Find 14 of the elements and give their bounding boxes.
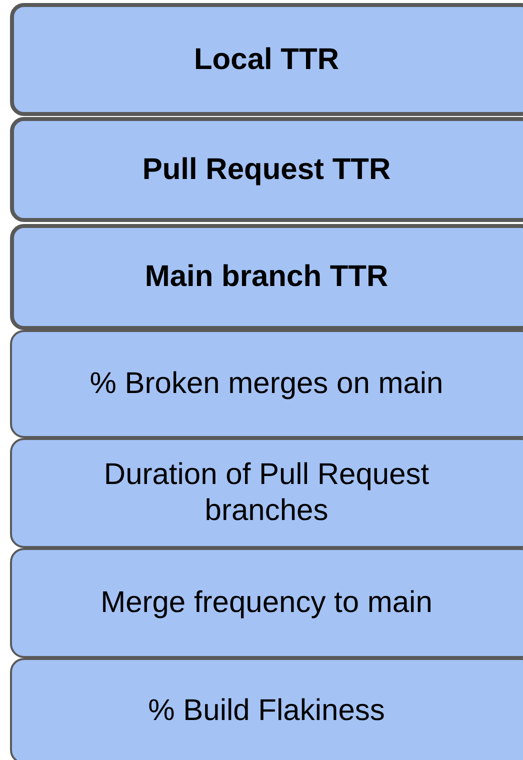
- metric-box: [10, 117, 523, 222]
- metric-label: Main branch TTR: [144, 259, 388, 295]
- metric-box: [10, 658, 523, 760]
- metric-box: [10, 438, 523, 548]
- metric-label: Duration of Pull Request branches: [102, 457, 430, 529]
- metric-label: Merge frequency to main: [100, 585, 432, 621]
- metric-label: % Broken merges on main: [90, 366, 444, 402]
- metric-label: Local TTR: [194, 42, 339, 78]
- metric-box: [10, 548, 523, 658]
- metric-label: Pull Request TTR: [142, 152, 391, 188]
- metric-box: [10, 3, 523, 116]
- metric-label: % Build Flakiness: [148, 693, 385, 729]
- metric-box: [10, 224, 523, 330]
- metric-box: [10, 330, 523, 438]
